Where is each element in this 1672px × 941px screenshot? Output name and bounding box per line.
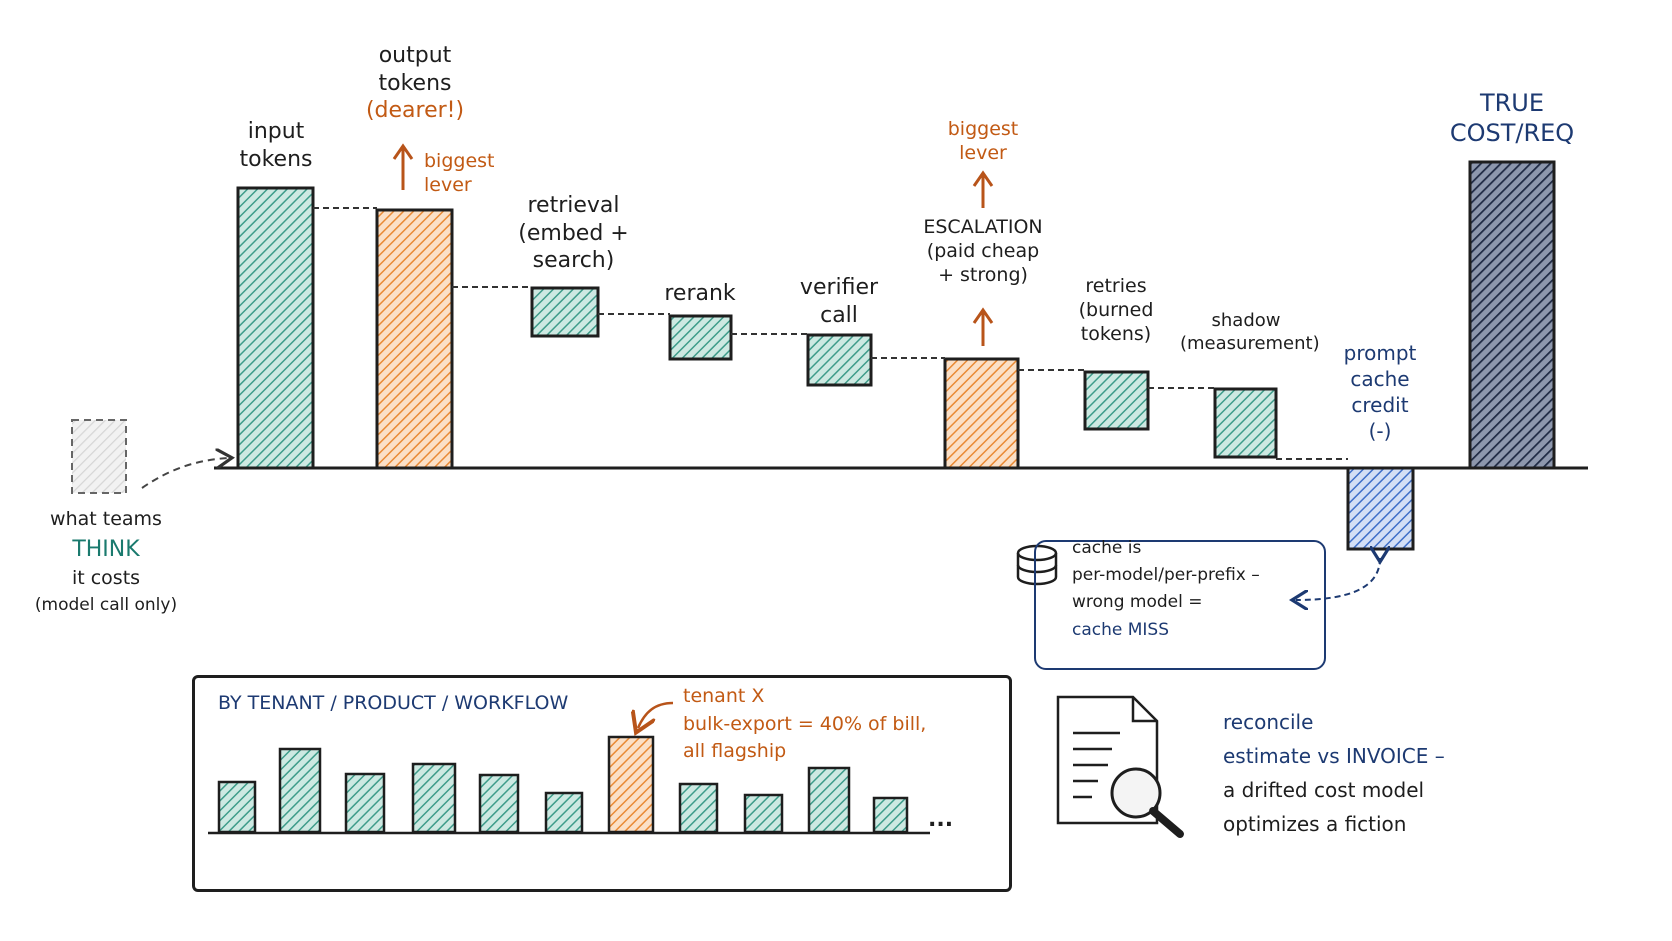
label-shadow: shadow(measurement) (1180, 310, 1320, 354)
tenant-bar-flagship (607, 735, 655, 834)
label-retrieval: retrieval(embed +search) (518, 193, 629, 273)
tenant-bar (678, 782, 719, 834)
think-arrow (141, 458, 228, 489)
reconcile-text: reconcile estimate vs INVOICE – a drifte… (1223, 710, 1445, 836)
bar-output-tokens (375, 208, 454, 470)
lever-arrowhead-escalation (972, 170, 994, 187)
bar-input-tokens (236, 186, 315, 470)
tenant-breakdown-panel (192, 675, 1012, 892)
bar-retries (1083, 370, 1150, 431)
lever-arrowhead-output (392, 143, 414, 160)
cache-callout-text: cache is per-model/per-prefix – wrong mo… (1072, 538, 1260, 640)
cache-callout-arrow (1296, 558, 1380, 600)
label-escalation: ESCALATION(paid cheap+ strong) (923, 216, 1043, 286)
tenant-bar (478, 773, 520, 834)
document-search-icon (1056, 695, 1184, 838)
tenant-panel-title: BY TENANT / PRODUCT / WORKFLOW (218, 692, 569, 714)
tenant-ellipsis: ... (928, 807, 954, 832)
waterfall-bars (236, 160, 1556, 551)
bar-verifier (806, 333, 873, 387)
bar-true-cost (1468, 160, 1556, 470)
tenant-note-arrow (638, 701, 674, 728)
bar-retrieval (530, 286, 600, 338)
tenant-bar (411, 762, 457, 834)
bar-prompt-cache-credit (1346, 466, 1415, 551)
label-rerank: rerank (664, 281, 736, 306)
cache-callout (1034, 540, 1326, 670)
tenant-bar (743, 793, 784, 834)
tenant-bar (217, 780, 257, 834)
bar-shadow (1213, 387, 1278, 459)
tenant-bars (217, 735, 909, 834)
think-caption: what teams THINK it costs (model call on… (34, 508, 178, 615)
escalation-up-arrowhead (972, 307, 994, 324)
think-placeholder-bar (71, 419, 127, 494)
tenant-bar (278, 747, 322, 834)
bar-rerank (668, 314, 733, 361)
waterfall-connectors (313, 207, 1348, 460)
bar-escalation (943, 357, 1020, 470)
